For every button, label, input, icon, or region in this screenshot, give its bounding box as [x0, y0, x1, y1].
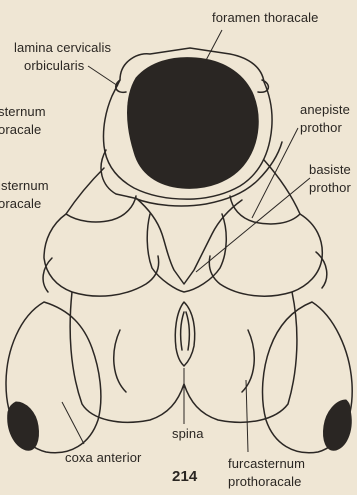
furcasternum-inner-right — [242, 330, 254, 392]
label-coxa-anterior: coxa anterior — [65, 450, 141, 466]
spina-inner — [181, 312, 190, 350]
label-left-mid-2: oracale — [0, 196, 41, 212]
lateral-wing-left — [44, 214, 159, 296]
label-left-mid-1: isternum — [0, 178, 49, 194]
lateral-wing-right — [209, 214, 322, 296]
upper-lobe-right — [258, 80, 268, 92]
furcasternum-inner-left — [114, 330, 126, 392]
label-anepisternum-2: prothor — [300, 120, 342, 136]
leader-basisternum — [196, 178, 310, 272]
foramen-thoracale — [128, 58, 259, 189]
label-foramen-thoracale: foramen thoracale — [212, 10, 318, 26]
leader-furcasternum — [246, 380, 248, 452]
anepisternum-left — [66, 168, 136, 222]
label-lamina-cervicalis: lamina cervicalis — [14, 40, 111, 56]
label-anepisternum-1: anepiste — [300, 102, 350, 118]
leader-coxa — [62, 402, 84, 444]
label-basisternum-1: basiste — [309, 162, 351, 178]
leader-anepisternum — [252, 128, 298, 218]
label-furcasternum-1: furcasternum — [228, 456, 305, 472]
label-left-top-1: sternum — [0, 104, 46, 120]
coxa-left-dark-tip — [8, 402, 39, 450]
coxa-right-dark-tip — [324, 400, 352, 450]
label-furcasternum-2: prothoracale — [228, 474, 301, 490]
label-orbicularis: orbicularis — [24, 58, 84, 74]
label-basisternum-2: prothor — [309, 180, 351, 196]
spina-outer — [175, 302, 194, 366]
label-spina: spina — [172, 426, 204, 442]
label-left-top-2: oracale — [0, 122, 41, 138]
page-number: 214 — [172, 469, 197, 485]
leader-lamina — [88, 66, 118, 86]
